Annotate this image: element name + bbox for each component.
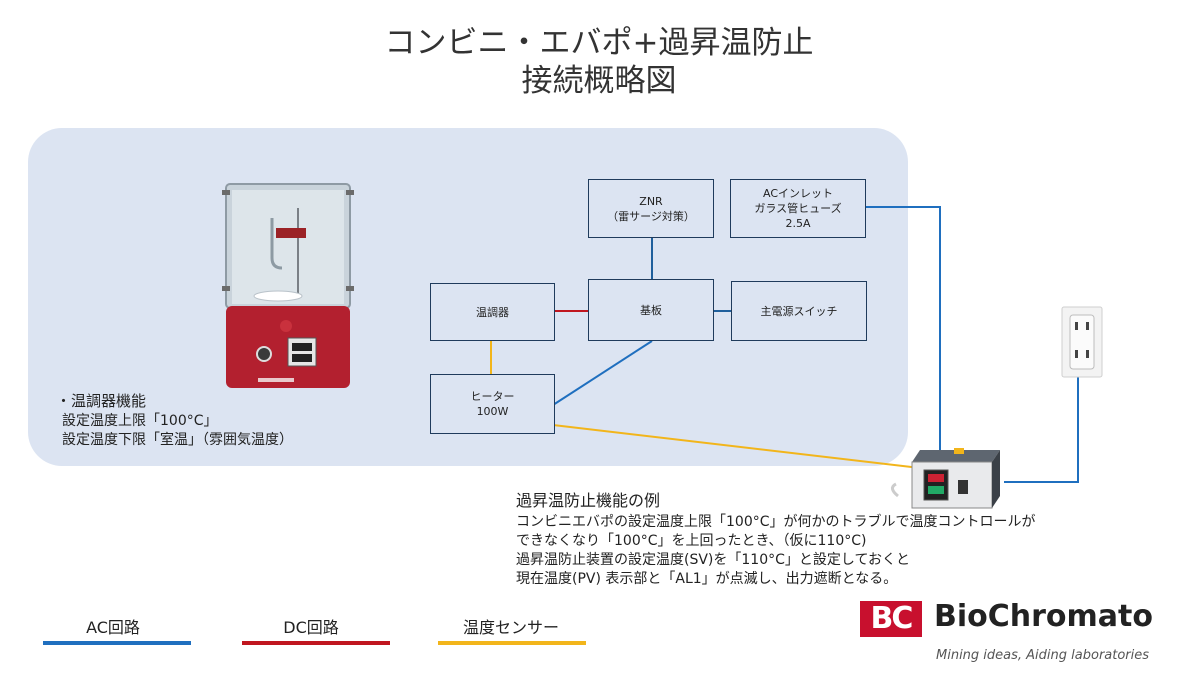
overheat-example-line4: 現在温度(PV) 表示部と「AL1」が点滅し、出力遮断となる。	[516, 571, 898, 587]
main-switch-box: 主電源スイッチ	[731, 281, 867, 341]
overheat-example-line3: 過昇温防止装置の設定温度(SV)を「110°C」と設定しておくと	[516, 552, 911, 568]
logo-mark: BC	[860, 601, 922, 637]
controller-upper-limit: 設定温度上限「100°C」	[62, 413, 218, 429]
controller-lower-limit: 設定温度下限「室温」（雰囲気温度）	[62, 432, 293, 448]
ac-line-protector-outlet	[1004, 376, 1079, 483]
diagram-title-line2: 接続概略図	[521, 63, 677, 99]
legend-dc-label: DC回路	[283, 618, 339, 637]
evaporator-device-image	[222, 183, 354, 388]
legend-sensor-bar	[438, 641, 586, 645]
overheat-example-line2: できなくなり「100°C」を上回ったとき、（仮に110°C)	[516, 533, 867, 549]
znr-box: ZNR （雷サージ対策）	[588, 179, 714, 238]
ac-inlet-box: ACインレット ガラス管ヒューズ 2.5A	[730, 179, 866, 238]
controller-box: 温調器	[430, 283, 555, 341]
line-board-heater	[552, 340, 653, 406]
legend-ac-bar	[43, 641, 191, 645]
wall-outlet-image	[1061, 306, 1103, 378]
ac-line-inlet-protector	[866, 206, 941, 452]
logo-tagline: Mining ideas, Aiding laboratories	[936, 648, 1150, 663]
overheat-protector-image	[891, 448, 1000, 509]
overheat-example-line1: コンビニエバポの設定温度上限「100°C」が何かのトラブルで温度コントロールが	[516, 514, 1036, 530]
logo-name: BioChromato	[934, 599, 1153, 634]
diagram-title-line1: コンビニ・エバポ+過昇温防止	[384, 25, 814, 61]
legend-dc-bar	[242, 641, 390, 645]
legend-ac-label: AC回路	[86, 618, 140, 637]
heater-box: ヒーター 100W	[430, 374, 555, 434]
overheat-example-heading: 過昇温防止機能の例	[516, 491, 661, 510]
board-box: 基板	[588, 279, 714, 341]
sensor-line-heater-protector	[552, 424, 921, 469]
legend-sensor-label: 温度センサー	[462, 618, 559, 637]
controller-function-heading: ・温調器機能	[56, 392, 147, 410]
